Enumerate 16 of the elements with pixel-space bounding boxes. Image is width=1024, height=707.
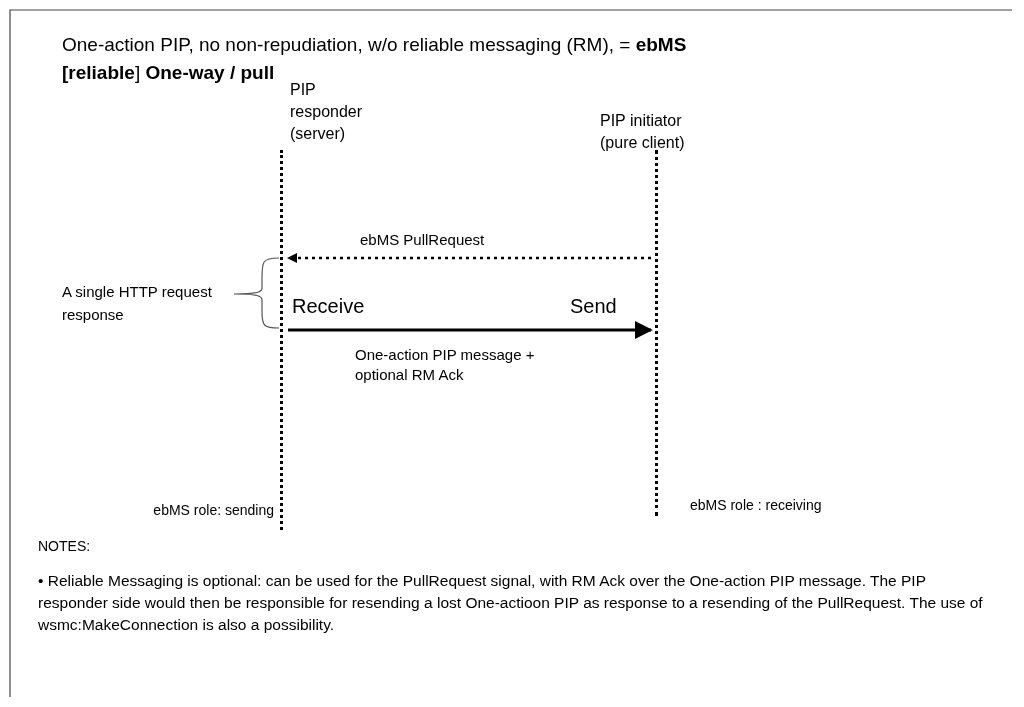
title: One-action PIP, no non-repudiation, w/o reliable messaging (RM), = ebMS [reliable] One-way / pull xyxy=(62,33,688,83)
brace-label: A single HTTP request response xyxy=(62,282,212,325)
note-text: • Reliable Messaging is optional: can be used for the PullRequest signal, with RM Ack over the One-action PIP message. The PIP responder side would then be responsible for resending a lost One-actioon PIP as response to a resending of the PullRequest. The use of wsmc:MakeConnection is also a possibility. xyxy=(38,571,984,635)
edge-label: One-action PIP message + optional RM Ack xyxy=(355,345,536,385)
role-label: ebMS role: sending xyxy=(152,502,274,518)
notes-heading: NOTES: xyxy=(38,538,92,556)
lifeline-heading: PIP responder (server) xyxy=(290,80,364,144)
lifeline-heading: PIP initiator (pure client) xyxy=(600,111,686,153)
edge-label: ebMS PullRequest xyxy=(360,230,486,250)
arrow xyxy=(288,321,653,339)
arrow xyxy=(287,253,651,263)
lifeline xyxy=(655,150,658,516)
role-label: ebMS role : receiving xyxy=(690,497,823,513)
endpoint-label: Receive xyxy=(292,294,366,319)
endpoint-label: Send xyxy=(570,294,618,319)
lifeline xyxy=(280,150,283,530)
